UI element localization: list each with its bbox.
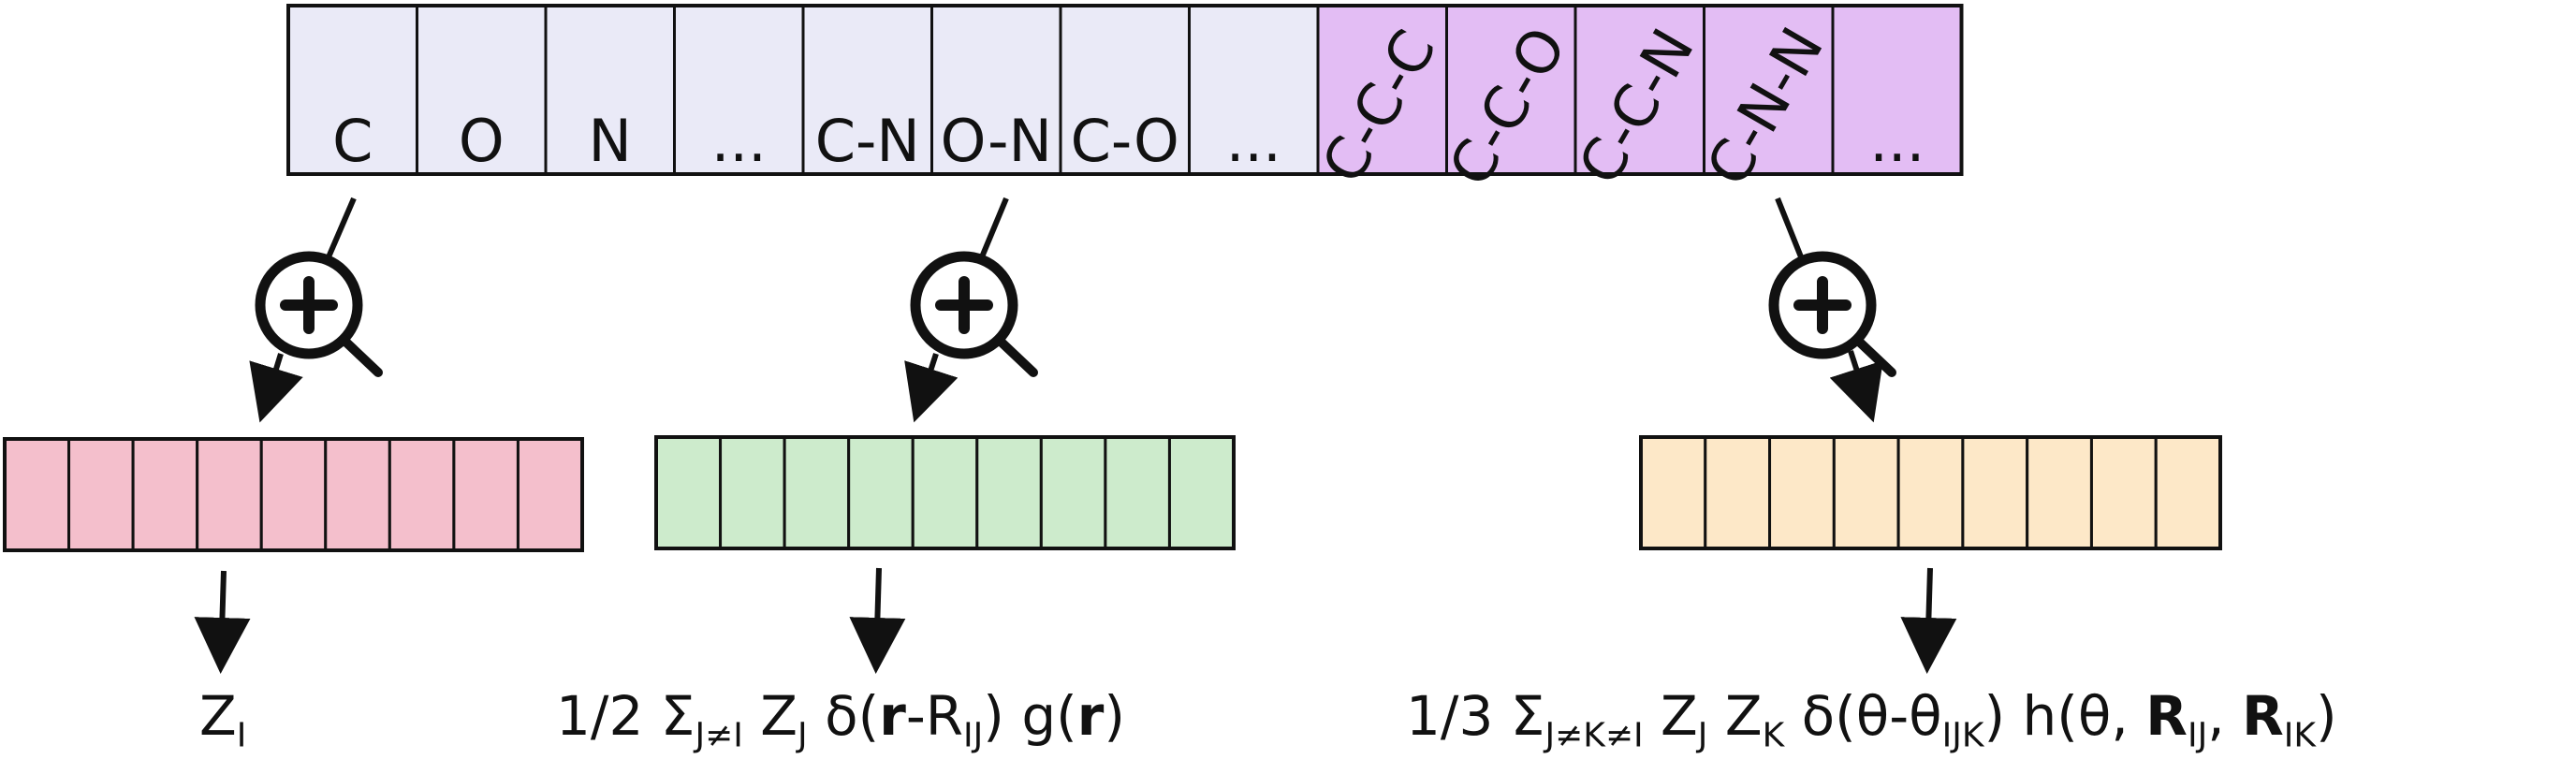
- formula-pair-r: r: [879, 684, 906, 748]
- feature-label: C-N: [815, 107, 920, 175]
- vector-single: [3, 437, 584, 552]
- connector-line: [1775, 197, 1805, 261]
- vector-cell: [847, 435, 915, 550]
- vector-cell: [2154, 435, 2222, 550]
- vector-cell: [2089, 435, 2158, 550]
- vector-cell: [452, 437, 520, 552]
- formula-pair-sub3: IJ: [963, 716, 984, 755]
- feature-cell: [930, 4, 1062, 176]
- feature-label: C: [332, 107, 373, 175]
- feature-label: C-O: [1071, 107, 1179, 175]
- zoom-add-icon: [255, 251, 383, 377]
- formula-triple-sub6: IK: [2283, 716, 2316, 755]
- formula-pair-sub2: J: [798, 716, 808, 755]
- zoom-add-icon: [910, 251, 1038, 377]
- vector-pair: [654, 435, 1236, 550]
- zoom-add-icon: [1768, 251, 1896, 377]
- vector-cell: [388, 437, 456, 552]
- vector-cell: [1639, 435, 1707, 550]
- formula-single-main: Z: [199, 684, 237, 748]
- flow-arrow: [249, 353, 303, 423]
- feature-label: ...: [1869, 107, 1925, 175]
- flow-arrow: [849, 567, 906, 674]
- vector-cell: [1704, 435, 1772, 550]
- vector-cell: [654, 435, 723, 550]
- feature-label: N: [589, 107, 632, 175]
- formula-pair-delta: δ(: [807, 684, 880, 748]
- vector-cell: [196, 437, 263, 552]
- feature-cell: [1573, 4, 1705, 176]
- feature-label: ...: [711, 107, 767, 175]
- formula-triple-sub5: IJ: [2187, 716, 2208, 755]
- formula-triple-sub1: J≠K≠I: [1544, 716, 1644, 755]
- formula-triple-r1: R: [2145, 684, 2188, 748]
- formula-triple-sub3: K: [1762, 716, 1785, 755]
- feature-cell: [286, 4, 418, 176]
- formula-triple: 1/3 ΣJ≠K≠I ZJ ZK δ(θ-θIJK) h(θ, RIJ, RIK…: [1406, 689, 2337, 752]
- vector-cell: [1167, 435, 1236, 550]
- vector-cell: [1768, 435, 1836, 550]
- formula-triple-end: ): [2315, 684, 2337, 748]
- vector-cell: [3, 437, 71, 552]
- vector-cell: [131, 437, 199, 552]
- vector-cell: [719, 435, 786, 550]
- vector-cell: [67, 437, 135, 552]
- vector-cell: [259, 437, 328, 552]
- feature-bar-border: [286, 4, 1964, 176]
- formula-pair-z: Z: [742, 684, 798, 748]
- formula-pair-r2: r: [1076, 684, 1105, 748]
- flow-arrow: [1900, 567, 1957, 674]
- connector-line: [325, 197, 357, 261]
- formula-triple-delta: δ(θ-θ: [1784, 684, 1942, 748]
- vector-triple: [1639, 435, 2222, 550]
- formula-pair-prefix: 1/2 Σ: [556, 684, 695, 748]
- vector-cell: [324, 437, 391, 552]
- formula-triple-sub4: IJK: [1941, 716, 1984, 755]
- formula-triple-h: ) h(θ,: [1983, 684, 2146, 748]
- feature-label: O: [459, 107, 505, 175]
- vector-border: [1639, 435, 2222, 550]
- formula-triple-z1: Z: [1643, 684, 1698, 748]
- formula-pair-end: ): [1104, 684, 1126, 748]
- vector-cell: [516, 437, 584, 552]
- formula-pair-close: ) g(: [983, 684, 1077, 748]
- vector-cell: [911, 435, 979, 550]
- vector-cell: [1896, 435, 1965, 550]
- vector-cell: [1832, 435, 1900, 550]
- flow-arrow: [904, 353, 959, 423]
- formula-triple-sub2: J: [1697, 716, 1708, 755]
- formula-single: ZI: [199, 689, 246, 752]
- vector-cell: [2026, 435, 2093, 550]
- vector-cell: [783, 435, 851, 550]
- connector-line: [978, 197, 1009, 261]
- formula-pair-minus-r: -R: [905, 684, 964, 748]
- vector-border: [3, 437, 584, 552]
- vector-cell: [1104, 435, 1171, 550]
- vector-cell: [1961, 435, 2029, 550]
- formula-pair: 1/2 ΣJ≠I ZJ δ(r-RIJ) g(r): [556, 689, 1125, 752]
- feature-cell: [416, 4, 548, 176]
- formula-triple-comma: ,: [2207, 684, 2243, 748]
- flow-arrow: [194, 570, 251, 674]
- vector-cell: [1039, 435, 1107, 550]
- flow-arrow: [1829, 350, 1883, 423]
- formula-triple-r2: R: [2242, 684, 2284, 748]
- formula-single-sub: I: [236, 716, 247, 755]
- feature-label: O-N: [941, 107, 1052, 175]
- vector-border: [654, 435, 1236, 550]
- formula-triple-prefix: 1/3 Σ: [1406, 684, 1545, 748]
- formula-triple-z2: Z: [1707, 684, 1763, 748]
- feature-cell: [1188, 4, 1320, 176]
- feature-label: ...: [1226, 107, 1281, 175]
- formula-pair-sub1: J≠I: [695, 716, 743, 755]
- vector-cell: [975, 435, 1043, 550]
